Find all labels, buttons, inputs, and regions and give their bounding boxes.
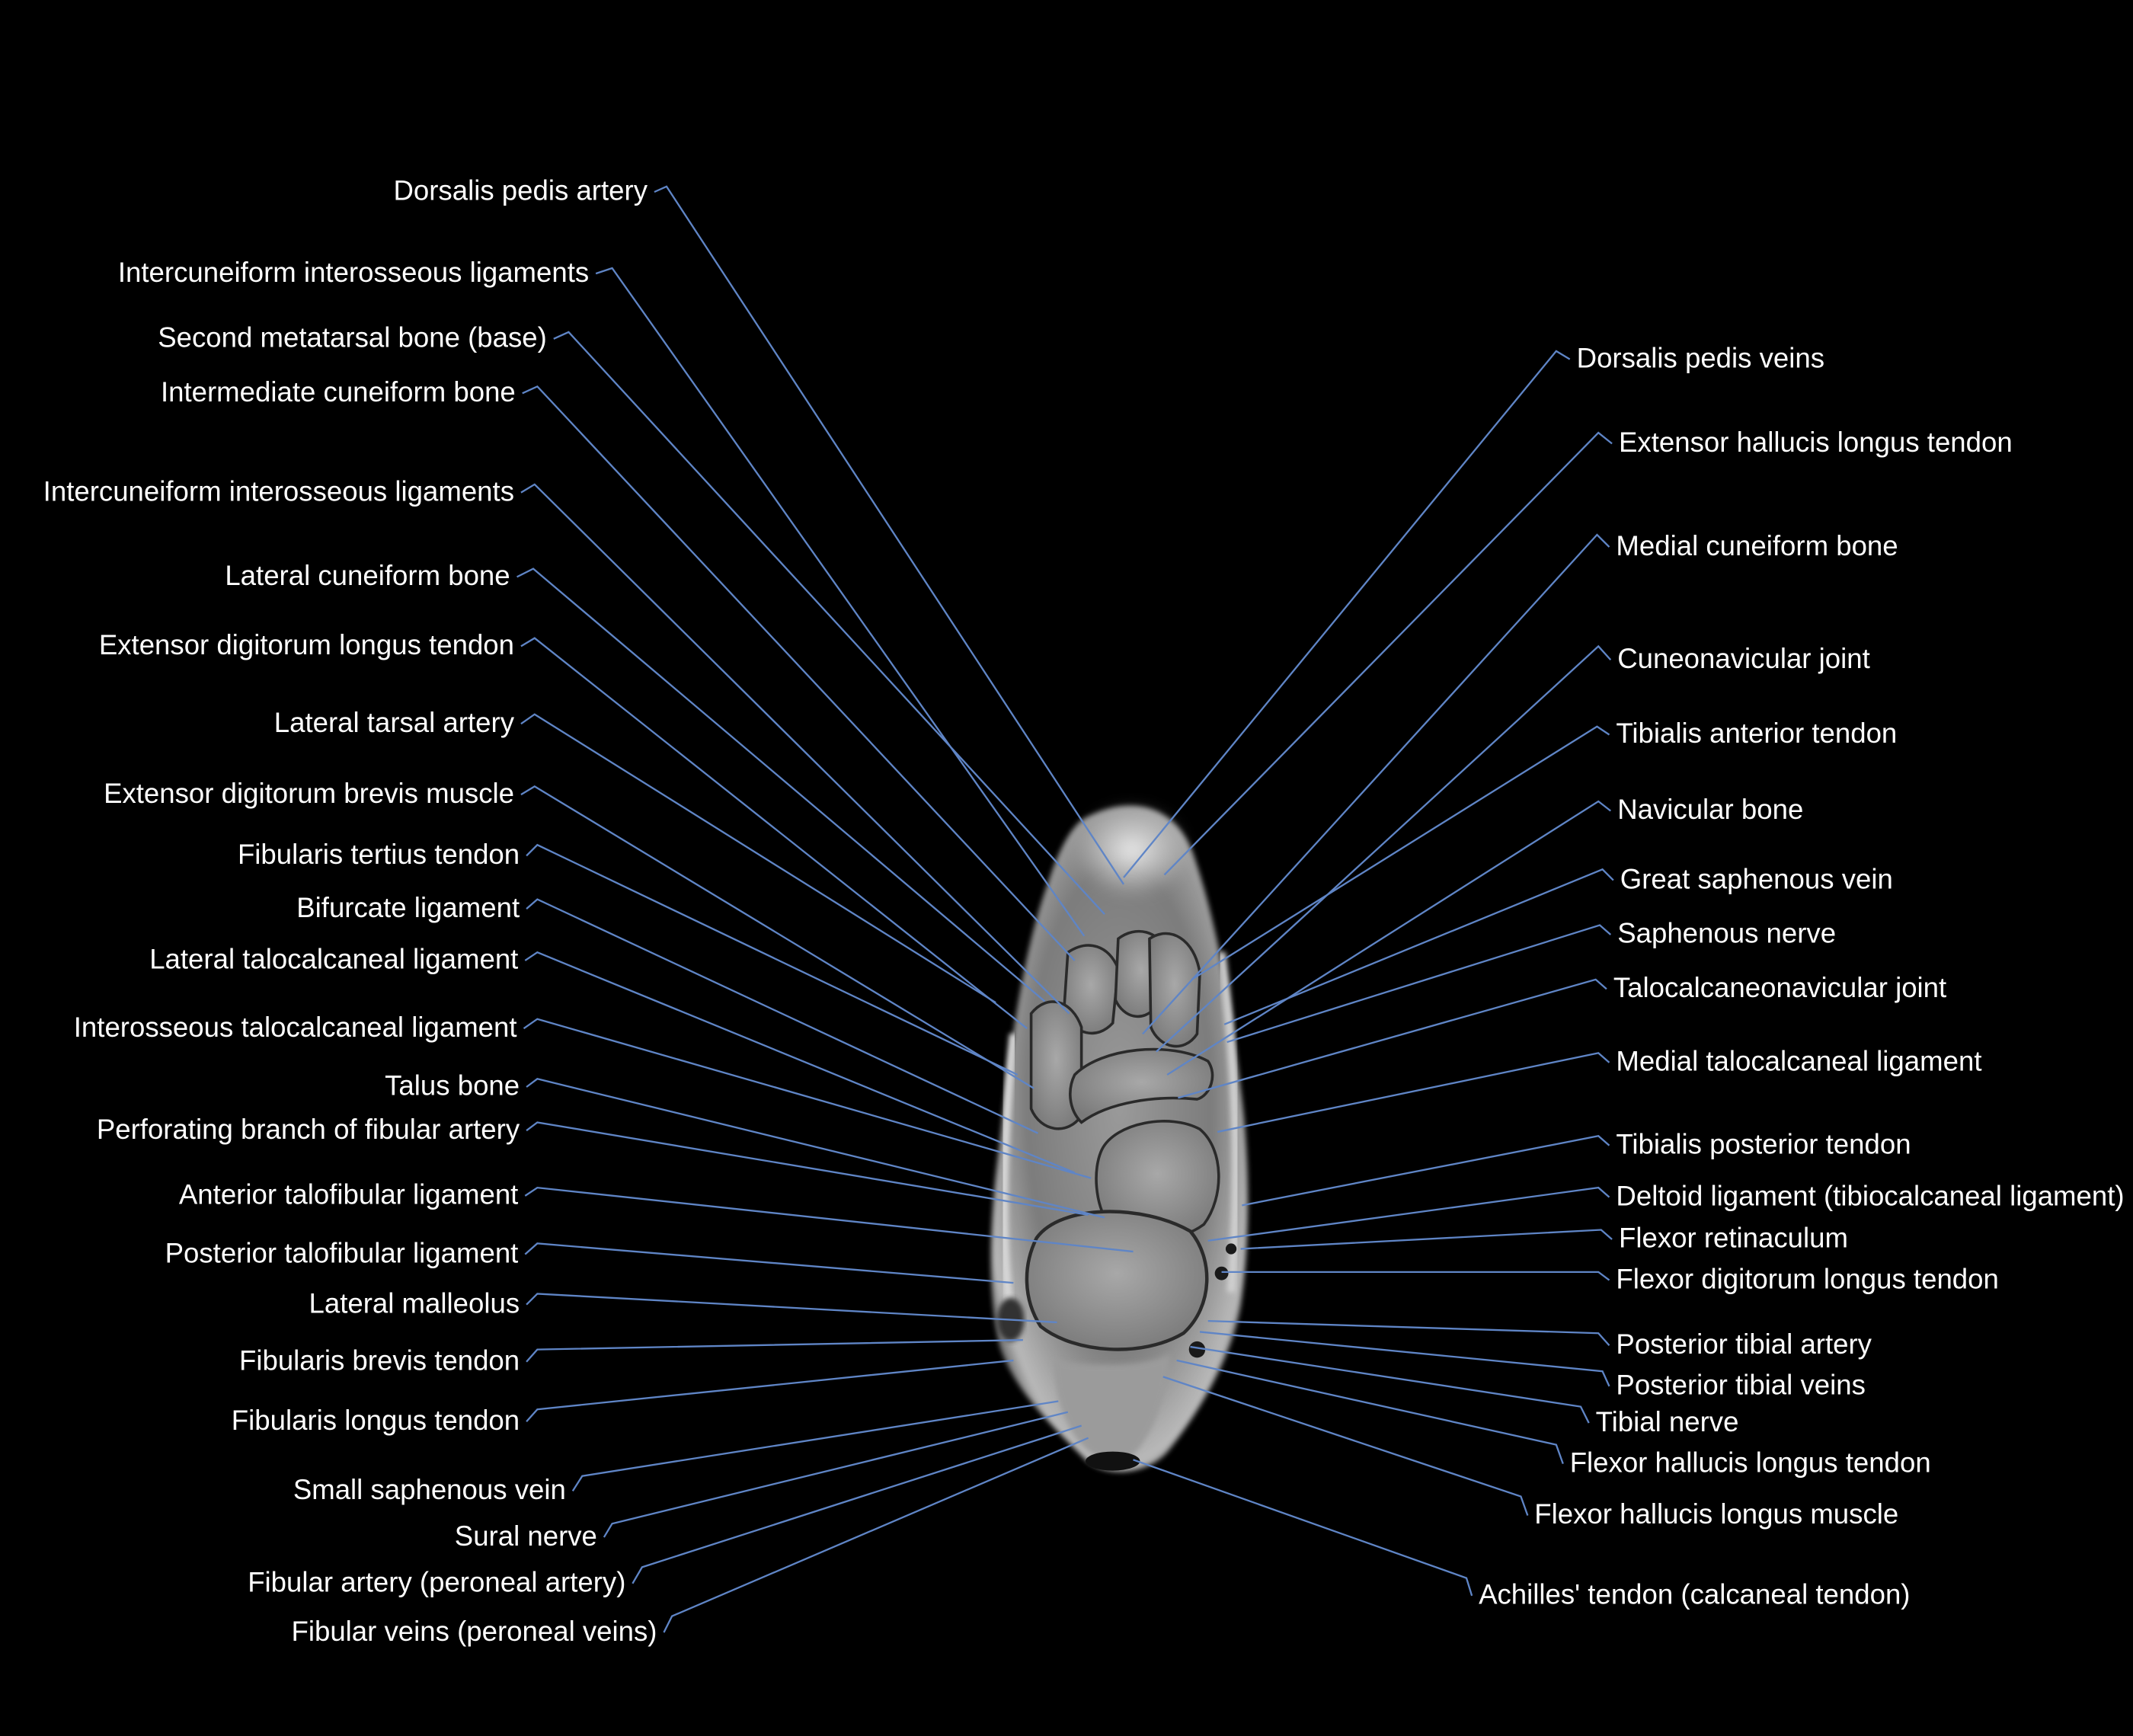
label-tibialis-posterior-tendon: Tibialis posterior tendon <box>1616 1128 1911 1159</box>
leader-line-extensor-digitorum-brevis-muscle <box>520 785 1035 1089</box>
label-posterior-tibial-artery: Posterior tibial artery <box>1616 1328 1872 1360</box>
leader-line-deltoid-ligament-tibiocalcaneal-ligament <box>1207 1186 1610 1242</box>
label-fibularis-tertius-tendon: Fibularis tertius tendon <box>238 839 520 870</box>
label-dorsalis-pedis-veins: Dorsalis pedis veins <box>1577 342 1824 373</box>
leader-line-medial-talocalcaneal-ligament <box>1217 1052 1610 1133</box>
label-great-saphenous-vein: Great saphenous vein <box>1620 863 1893 894</box>
label-flexor-hallucis-longus-tendon: Flexor hallucis longus tendon <box>1570 1447 1931 1478</box>
label-fibularis-longus-tendon: Fibularis longus tendon <box>232 1405 520 1436</box>
label-interosseous-talocalcaneal-ligament: Interosseous talocalcaneal ligament <box>74 1012 517 1043</box>
leader-line-lateral-tarsal-artery <box>520 713 996 1004</box>
label-lateral-malleolus: Lateral malleolus <box>309 1287 520 1319</box>
leader-line-fibularis-tertius-tendon <box>526 843 1019 1076</box>
label-dorsalis-pedis-artery: Dorsalis pedis artery <box>393 175 648 206</box>
leader-line-dorsalis-pedis-artery <box>654 185 1124 885</box>
label-posterior-talofibular-ligament: Posterior talofibular ligament <box>165 1237 519 1268</box>
leader-line-interosseous-talocalcaneal-ligament <box>523 1018 1092 1179</box>
leader-line-navicular-bone <box>1166 800 1611 1076</box>
leader-line-posterior-tibial-veins <box>1199 1331 1610 1387</box>
label-small-saphenous-vein: Small saphenous vein <box>293 1474 566 1505</box>
label-lateral-talocalcaneal-ligament: Lateral talocalcaneal ligament <box>149 944 518 975</box>
label-bifurcate-ligament: Bifurcate ligament <box>296 892 520 923</box>
leader-line-flexor-hallucis-longus-tendon <box>1176 1359 1564 1465</box>
label-tibialis-anterior-tendon: Tibialis anterior tendon <box>1616 718 1897 749</box>
label-extensor-digitorum-brevis-muscle: Extensor digitorum brevis muscle <box>104 778 514 809</box>
leader-line-tibial-nerve <box>1190 1345 1590 1424</box>
leader-line-lateral-cuneiform-bone <box>516 567 1046 1002</box>
leader-line-talus-bone <box>526 1078 1105 1219</box>
label-second-metatarsal-bone-base: Second metatarsal bone (base) <box>158 322 547 353</box>
leader-line-fibular-veins-peroneal-veins <box>663 1437 1089 1633</box>
bone-navicular <box>1069 1047 1214 1124</box>
leader-line-anterior-talofibular-ligament <box>524 1186 1134 1253</box>
label-medial-talocalcaneal-ligament: Medial talocalcaneal ligament <box>1616 1046 1981 1077</box>
leader-line-medial-cuneiform-bone <box>1142 533 1610 1035</box>
leader-lines <box>516 185 1614 1633</box>
leader-line-sural-nerve <box>603 1411 1069 1538</box>
leader-line-saphenous-nerve <box>1226 924 1612 1044</box>
label-intercuneiform-interosseous-ligaments: Intercuneiform interosseous ligaments <box>43 475 514 507</box>
label-intermediate-cuneiform-bone: Intermediate cuneiform bone <box>161 376 516 408</box>
achilles-tendon-dark <box>1086 1451 1140 1471</box>
label-fibular-artery-peroneal-artery: Fibular artery (peroneal artery) <box>248 1567 625 1598</box>
leader-line-tibialis-anterior-tendon <box>1191 725 1610 980</box>
mri-foot-slice <box>991 802 1248 1472</box>
leader-line-bifurcate-ligament <box>526 898 1038 1134</box>
leader-line-achilles-tendon-calcaneal-tendon <box>1133 1459 1473 1597</box>
leader-line-posterior-tibial-artery <box>1207 1319 1610 1347</box>
label-talocalcaneonavicular-joint: Talocalcaneonavicular joint <box>1613 972 1946 1003</box>
leader-line-extensor-hallucis-longus-tendon <box>1163 431 1613 876</box>
label-fibular-veins-peroneal-veins: Fibular veins (peroneal veins) <box>291 1616 657 1647</box>
leader-line-intercuneiform-interosseous-ligaments <box>520 483 1070 1015</box>
leader-line-second-metatarsal-bone-base <box>553 331 1105 916</box>
label-fibularis-brevis-tendon: Fibularis brevis tendon <box>239 1344 520 1376</box>
label-deltoid-ligament-tibiocalcaneal-ligament: Deltoid ligament (tibiocalcaneal ligamen… <box>1616 1180 2124 1211</box>
leader-line-talocalcaneonavicular-joint <box>1178 978 1607 1099</box>
label-flexor-digitorum-longus-tendon: Flexor digitorum longus tendon <box>1616 1263 1998 1294</box>
label-extensor-hallucis-longus-tendon: Extensor hallucis longus tendon <box>1619 427 2013 458</box>
leader-line-intercuneiform-interosseous-ligaments <box>595 267 1086 937</box>
label-medial-cuneiform-bone: Medial cuneiform bone <box>1616 530 1898 561</box>
bone-medial-cuneiform <box>1148 932 1201 1048</box>
leader-line-flexor-retinaculum <box>1240 1229 1613 1250</box>
leader-line-great-saphenous-vein <box>1223 868 1614 1025</box>
label-saphenous-nerve: Saphenous nerve <box>1617 918 1836 949</box>
label-intercuneiform-interosseous-ligaments: Intercuneiform interosseous ligaments <box>118 257 589 288</box>
leader-line-dorsalis-pedis-veins <box>1123 350 1571 878</box>
leader-line-fibularis-brevis-tendon <box>526 1338 1023 1363</box>
leader-line-extensor-digitorum-longus-tendon <box>520 637 1028 1030</box>
bone-talus <box>1095 1120 1220 1240</box>
label-cuneonavicular-joint: Cuneonavicular joint <box>1617 643 1870 674</box>
leader-line-tibialis-posterior-tendon <box>1242 1135 1610 1207</box>
label-anterior-talofibular-ligament: Anterior talofibular ligament <box>179 1179 518 1210</box>
leader-line-flexor-hallucis-longus-muscle <box>1162 1376 1529 1516</box>
label-extensor-digitorum-longus-tendon: Extensor digitorum longus tendon <box>99 629 514 660</box>
leader-line-cuneonavicular-joint <box>1156 644 1612 1053</box>
leader-line-fibular-artery-peroneal-artery <box>632 1424 1082 1584</box>
label-sural-nerve: Sural nerve <box>455 1520 597 1552</box>
label-tibial-nerve: Tibial nerve <box>1596 1406 1739 1437</box>
leader-line-lateral-malleolus <box>526 1293 1057 1324</box>
leader-line-perforating-branch-of-fibular-artery <box>526 1121 1089 1216</box>
label-achilles-tendon-calcaneal-tendon: Achilles' tendon (calcaneal tendon) <box>1479 1579 1910 1610</box>
leader-line-fibularis-longus-tendon <box>526 1359 1014 1423</box>
label-perforating-branch-of-fibular-artery: Perforating branch of fibular artery <box>97 1114 520 1145</box>
label-talus-bone: Talus bone <box>385 1070 520 1101</box>
label-posterior-tibial-veins: Posterior tibial veins <box>1616 1370 1865 1401</box>
label-lateral-tarsal-artery: Lateral tarsal artery <box>274 707 515 738</box>
bone-calcaneus <box>1025 1210 1209 1351</box>
leader-line-intermediate-cuneiform-bone <box>522 385 1076 961</box>
heel-region <box>1054 1354 1170 1462</box>
label-lateral-cuneiform-bone: Lateral cuneiform bone <box>225 560 510 591</box>
leader-line-lateral-talocalcaneal-ligament <box>524 951 1076 1174</box>
label-flexor-hallucis-longus-muscle: Flexor hallucis longus muscle <box>1534 1498 1898 1530</box>
leader-line-small-saphenous-vein <box>571 1400 1059 1491</box>
leader-line-posterior-talofibular-ligament <box>524 1242 1014 1284</box>
label-navicular-bone: Navicular bone <box>1617 794 1803 825</box>
label-flexor-retinaculum: Flexor retinaculum <box>1619 1223 1848 1254</box>
leader-line-flexor-digitorum-longus-tendon <box>1221 1271 1610 1281</box>
